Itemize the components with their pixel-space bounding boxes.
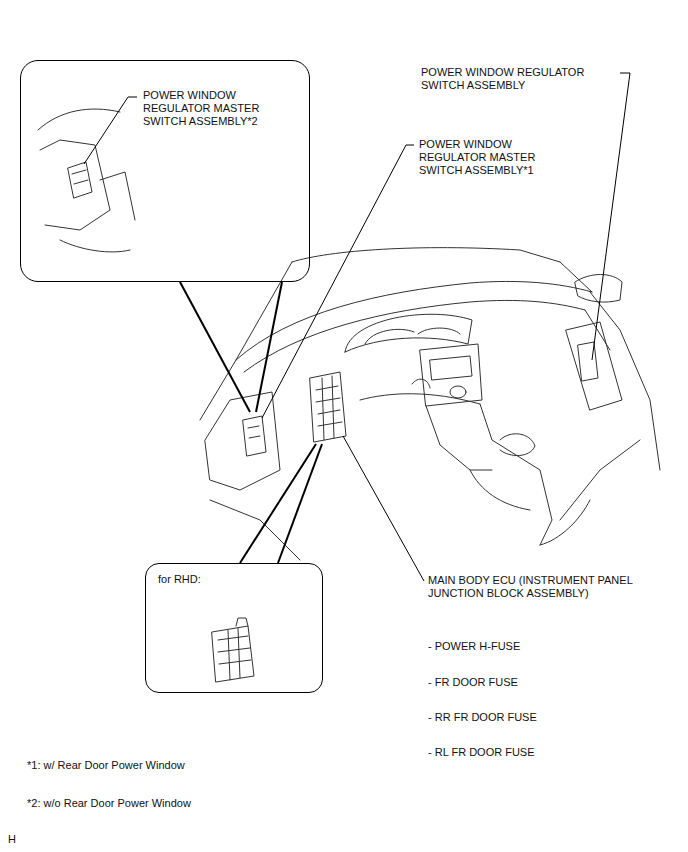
left-door-drawing <box>200 360 300 560</box>
inset-panel: POWER WINDOW REGULATOR MASTER SWITCH ASS… <box>20 60 310 282</box>
inset-door-drawing <box>38 109 135 252</box>
part-label: POWER WINDOW REGULATOR SWITCH ASSEMBLY <box>421 66 611 92</box>
junction-block-drawing <box>310 372 346 442</box>
fuse-label: - POWER H-FUSE <box>428 640 628 653</box>
dashboard-drawing <box>236 248 660 545</box>
inset-junction-block-drawing <box>212 618 254 682</box>
box-text: for RHD: <box>158 573 308 586</box>
fuse-label: - RR FR DOOR FUSE <box>428 711 628 724</box>
footnote: *2: w/o Rear Door Power Window <box>27 797 327 810</box>
footnote: *1: w/ Rear Door Power Window <box>27 759 327 772</box>
box-text: POWER WINDOW REGULATOR MASTER SWITCH ASS… <box>143 89 283 128</box>
fuse-label: - RL FR DOOR FUSE <box>428 746 628 759</box>
figure-code: H <box>8 833 38 846</box>
leader-lines <box>84 73 630 581</box>
inset-panel: for RHD: <box>145 563 323 693</box>
part-label: MAIN BODY ECU (INSTRUMENT PANEL JUNCTION… <box>428 574 663 600</box>
fuse-label: - FR DOOR FUSE <box>428 676 628 689</box>
part-label: POWER WINDOW REGULATOR MASTER SWITCH ASS… <box>419 138 551 177</box>
